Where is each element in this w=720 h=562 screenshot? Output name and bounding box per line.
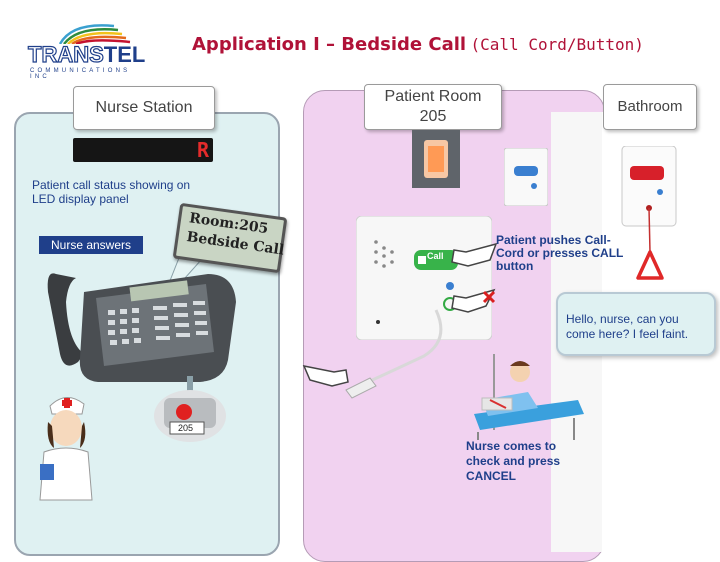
title-main: Application I – Bedside Call bbox=[192, 34, 467, 55]
patient-room-label-line2: 205 bbox=[419, 108, 447, 125]
patient-room-label: Patient Room 205 bbox=[364, 84, 502, 130]
pointing-hand-icon bbox=[451, 242, 498, 267]
patient-pushes-caption: Patient pushes Call-Cord or presses CALL… bbox=[496, 233, 624, 273]
led-status-caption: Patient call status showing on LED displ… bbox=[32, 178, 191, 206]
transtel-logo: TRANSTEL COMMUNICATIONS INC bbox=[22, 20, 152, 80]
logo-wordmark: TRANSTEL bbox=[27, 41, 146, 67]
nurse-station-label: Nurse Station bbox=[73, 86, 215, 130]
patient-room-label-line1: Patient Room bbox=[384, 88, 482, 105]
pointing-hand-cord-icon bbox=[302, 364, 349, 387]
phone-badge-number: 205 bbox=[178, 423, 193, 433]
desk-phone-icon bbox=[47, 273, 237, 382]
patient-in-bed-icon bbox=[474, 354, 584, 440]
bathroom-pull-cord-icon bbox=[621, 146, 677, 280]
led-display-panel: R bbox=[73, 138, 213, 162]
logo-arcs-icon bbox=[58, 24, 131, 44]
bathroom-label: Bathroom bbox=[603, 84, 697, 130]
title-subtitle: (Call Cord/Button) bbox=[470, 35, 644, 54]
phone-closeup-icon: 205 bbox=[154, 376, 226, 442]
call-button-card-icon bbox=[504, 148, 548, 206]
ceiling-light-icon bbox=[412, 130, 460, 188]
call-button-label[interactable]: Call bbox=[427, 251, 444, 261]
nurse-icon bbox=[39, 397, 93, 501]
nurse-cancel-caption: Nurse comes to check and press CANCEL bbox=[466, 439, 561, 483]
logo-subtitle: COMMUNICATIONS INC bbox=[30, 68, 131, 80]
lcd-line-2: Bedside Call bbox=[185, 229, 286, 259]
pointing-hand-x-icon bbox=[451, 288, 496, 313]
page-title: Application I – Bedside Call (Call Cord/… bbox=[192, 34, 644, 55]
call-cord-icon bbox=[345, 309, 443, 399]
patient-speech-bubble: Hello, nurse, can you come here? I feel … bbox=[556, 292, 716, 356]
nurse-answers-badge: Nurse answers bbox=[39, 236, 143, 254]
led-char: R bbox=[196, 138, 209, 162]
